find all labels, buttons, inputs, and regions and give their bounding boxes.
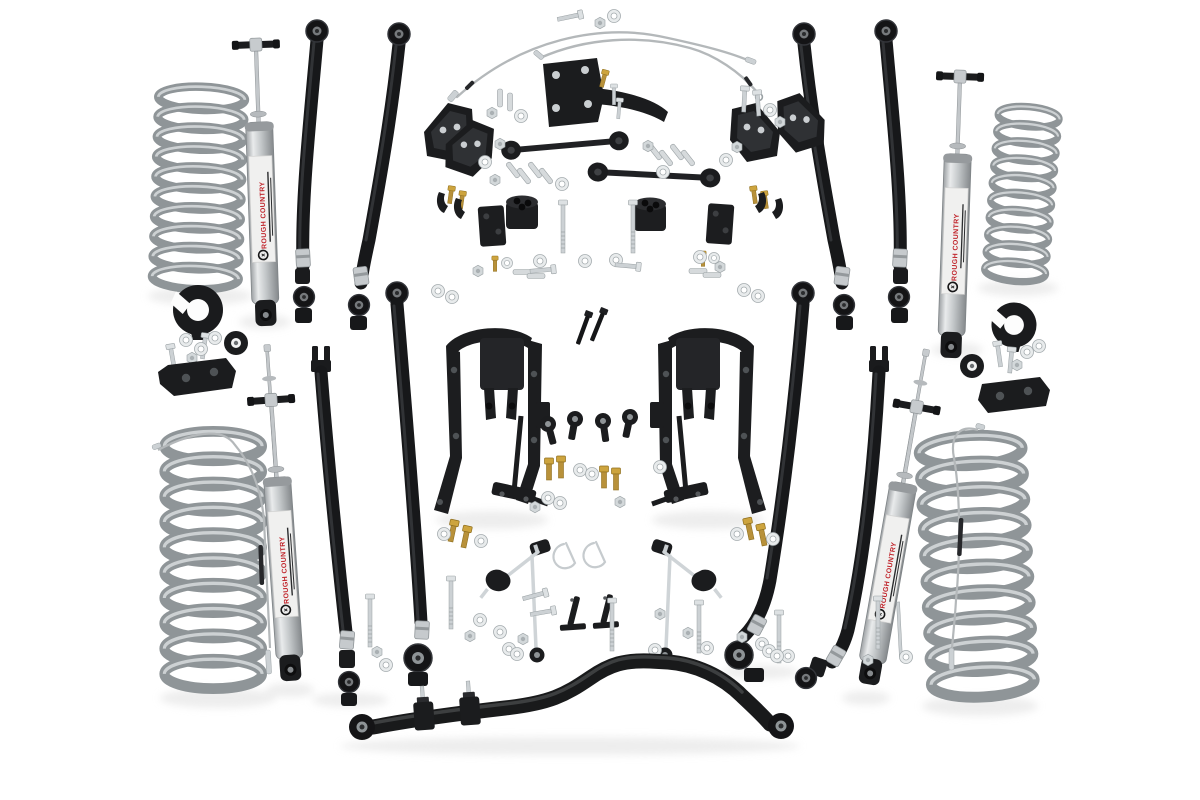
track-bar-clamp — [457, 679, 482, 727]
stem-collar — [913, 379, 928, 386]
braided-brake-line-2 — [533, 38, 764, 102]
wire-clip — [582, 540, 607, 569]
shock-label: ROUGH COUNTRY — [279, 527, 295, 616]
control-arm-drop-bracket-right — [650, 328, 766, 514]
shock-label: ROUGH COUNTRY — [947, 204, 966, 293]
shock-stem-tip — [263, 344, 271, 352]
long-control-arm-top-left-inner — [347, 22, 411, 330]
brace-right — [651, 415, 709, 507]
link-tab — [593, 411, 614, 443]
bracket-mid-right — [978, 377, 1050, 413]
shock-brand-text: ROUGH COUNTRY — [951, 213, 960, 281]
coil-spring-top-right — [983, 104, 1060, 284]
shock-absorber-rear-left: ROUGH COUNTRY — [246, 344, 316, 683]
sway-bar-end-link-rear-2 — [587, 162, 721, 188]
shock-fineprint — [270, 177, 274, 236]
shock-fineprint — [962, 210, 966, 263]
track-bar-clamp — [411, 684, 436, 732]
coil-spring-bottom-left — [164, 431, 262, 688]
coil-spring-bottom-right — [918, 433, 1035, 700]
shock-fineprint — [892, 541, 904, 597]
long-control-arm-bottom-right-outer — [794, 346, 889, 690]
shock-brand-text: ROUGH COUNTRY — [279, 536, 291, 604]
adjustable-track-bar — [349, 653, 794, 740]
link-tab — [563, 409, 585, 442]
bump-stop-spacer-right — [634, 197, 666, 231]
sway-bar-end-link-rear-1 — [500, 130, 630, 161]
shock-fineprint — [889, 534, 903, 602]
skid-block-left — [477, 205, 507, 247]
skid-block-right — [705, 203, 735, 245]
small-bracket — [559, 595, 587, 631]
bracket-mid-left — [158, 358, 236, 396]
long-control-arm-bottom-left-inner — [385, 281, 433, 686]
coil-spring-top-left — [152, 85, 245, 290]
shock-fineprint — [289, 533, 295, 590]
shock-fineprint — [286, 527, 293, 596]
extended-line-right — [948, 423, 986, 671]
wire-clip — [552, 541, 577, 570]
bump-stop-spacer-left — [506, 195, 538, 229]
hardware-cluster-center — [437, 455, 780, 549]
track-bar-eye-right — [768, 713, 794, 739]
bolt — [558, 199, 568, 254]
shock-absorber-rear-right: ROUGH COUNTRY — [843, 348, 942, 689]
hardware-band-bottom — [365, 575, 913, 672]
long-control-arm-top-right-inner — [792, 22, 856, 330]
control-arm-drop-bracket-left — [434, 328, 550, 514]
long-control-arm-bottom-right-inner — [724, 281, 815, 682]
brace-left — [491, 415, 549, 507]
shock-fineprint — [267, 171, 271, 242]
track-bar-eye-left — [349, 714, 375, 740]
shock-absorber-front-left: ROUGH COUNTRY — [231, 36, 291, 328]
stem-collar — [262, 375, 277, 382]
sway-bar-end-link-front-right — [651, 539, 723, 663]
sway-bar-end-link-front-left — [479, 539, 551, 663]
track-bar-bracket — [543, 58, 668, 127]
shock-logo-badge — [947, 281, 959, 293]
extended-line-left — [151, 432, 272, 675]
shock-absorber-front-right: ROUGH COUNTRY — [925, 68, 985, 360]
braided-brake-line-1 — [447, 31, 757, 102]
long-control-arm-top-right-outer — [874, 19, 911, 323]
shock-fineprint — [960, 204, 964, 269]
long-control-arm-top-left-outer — [292, 19, 329, 323]
link-tab — [617, 407, 640, 440]
shock-logo-badge — [257, 249, 269, 261]
shock-label: ROUGH COUNTRY — [257, 171, 274, 261]
shock-stem-tip — [922, 348, 930, 357]
long-control-arm-bottom-left-outer — [311, 346, 361, 706]
grommet-right — [960, 354, 984, 378]
grommet-left — [224, 331, 248, 355]
shock-logo-badge — [280, 604, 292, 616]
shock-brand-text: ROUGH COUNTRY — [259, 181, 268, 249]
